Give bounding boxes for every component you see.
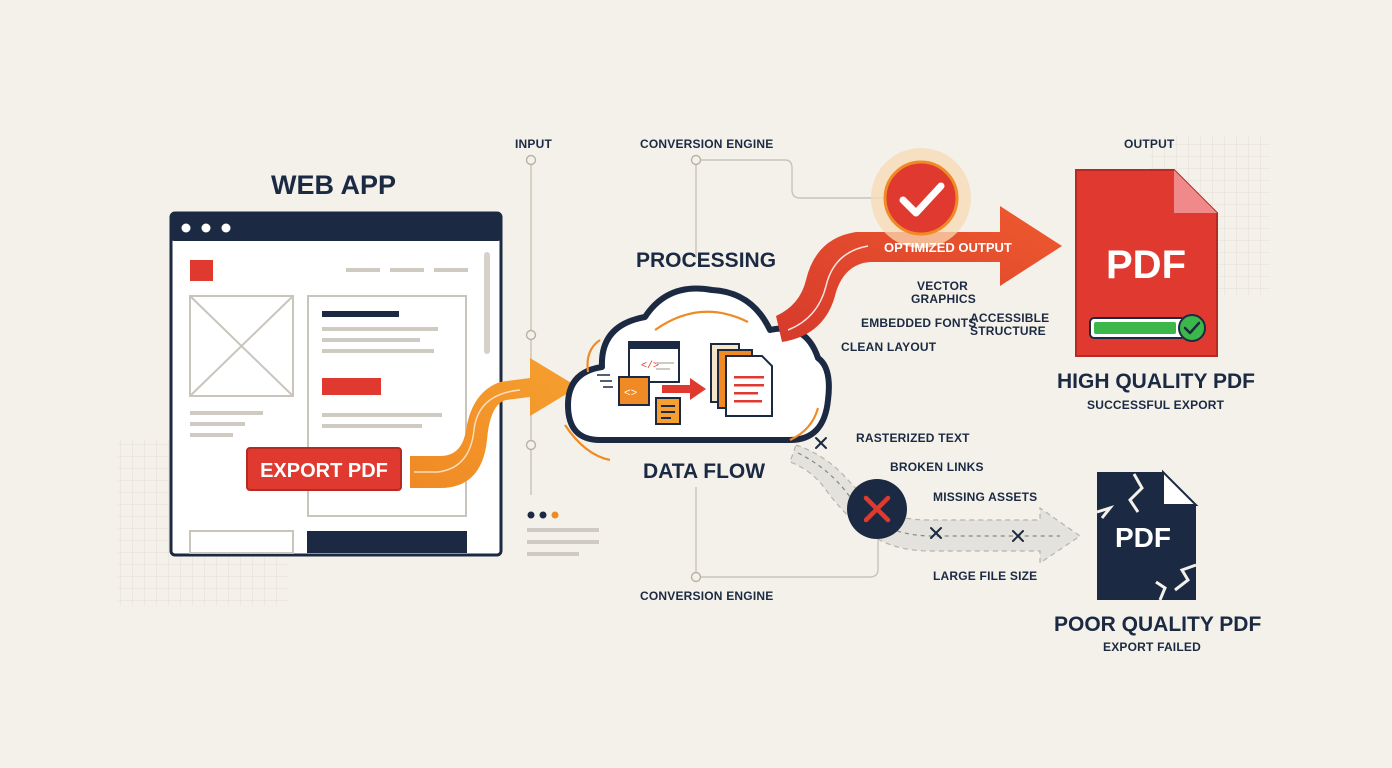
high-quality-title: HIGH QUALITY PDF bbox=[1057, 370, 1255, 393]
poor-quality-subtitle: EXPORT FAILED bbox=[1103, 640, 1201, 654]
processing-title: PROCESSING bbox=[636, 249, 777, 272]
large-file-size-label: LARGE FILE SIZE bbox=[933, 569, 1038, 583]
vector-graphics-label-2: GRAPHICS bbox=[911, 292, 976, 306]
connector-lines bbox=[530, 159, 890, 578]
missing-assets-label: MISSING ASSETS bbox=[933, 490, 1038, 504]
accessible-structure-label-2: STRUCTURE bbox=[970, 324, 1046, 338]
conversion-engine-top-label: CONVERSION ENGINE bbox=[640, 137, 774, 151]
rasterized-text-label: RASTERIZED TEXT bbox=[856, 431, 970, 445]
accessible-structure-label-1: ACCESSIBLE bbox=[970, 311, 1050, 325]
data-flow-title: DATA FLOW bbox=[643, 460, 766, 483]
broken-pdf-icon bbox=[1096, 469, 1199, 601]
optimized-output-label: OPTIMIZED OUTPUT bbox=[884, 240, 1012, 255]
output-label: OUTPUT bbox=[1124, 137, 1175, 151]
code-icon: </> <> bbox=[597, 341, 706, 425]
image-placeholder bbox=[189, 295, 294, 397]
mini-legend bbox=[527, 511, 599, 556]
broken-links-label: BROKEN LINKS bbox=[890, 460, 984, 474]
web-app-title: WEB APP bbox=[271, 170, 397, 200]
embedded-fonts-label: EMBEDDED FONTS bbox=[861, 316, 977, 330]
clean-layout-label: CLEAN LAYOUT bbox=[841, 340, 937, 354]
vector-graphics-label-1: VECTOR bbox=[917, 279, 968, 293]
connector-nodes bbox=[525, 154, 702, 583]
pdf-bad-label: PDF bbox=[1115, 522, 1171, 553]
svg-text:<>: <> bbox=[624, 388, 637, 400]
input-arrow bbox=[410, 358, 578, 488]
input-label: INPUT bbox=[515, 137, 552, 151]
poor-quality-title: POOR QUALITY PDF bbox=[1054, 613, 1262, 636]
high-quality-subtitle: SUCCESSFUL EXPORT bbox=[1087, 398, 1225, 412]
pdf-file-icon bbox=[1075, 169, 1218, 357]
cross-icon bbox=[847, 479, 907, 539]
check-icon bbox=[871, 148, 971, 248]
pdf-good-label: PDF bbox=[1106, 243, 1186, 287]
browser-window bbox=[169, 211, 503, 557]
svg-text:</>: </> bbox=[641, 360, 659, 372]
conversion-engine-bottom-label: CONVERSION ENGINE bbox=[640, 589, 774, 603]
export-pdf-button[interactable]: EXPORT PDF bbox=[246, 447, 402, 491]
document-icon bbox=[710, 343, 773, 417]
optimized-output-arrow bbox=[776, 206, 1062, 342]
